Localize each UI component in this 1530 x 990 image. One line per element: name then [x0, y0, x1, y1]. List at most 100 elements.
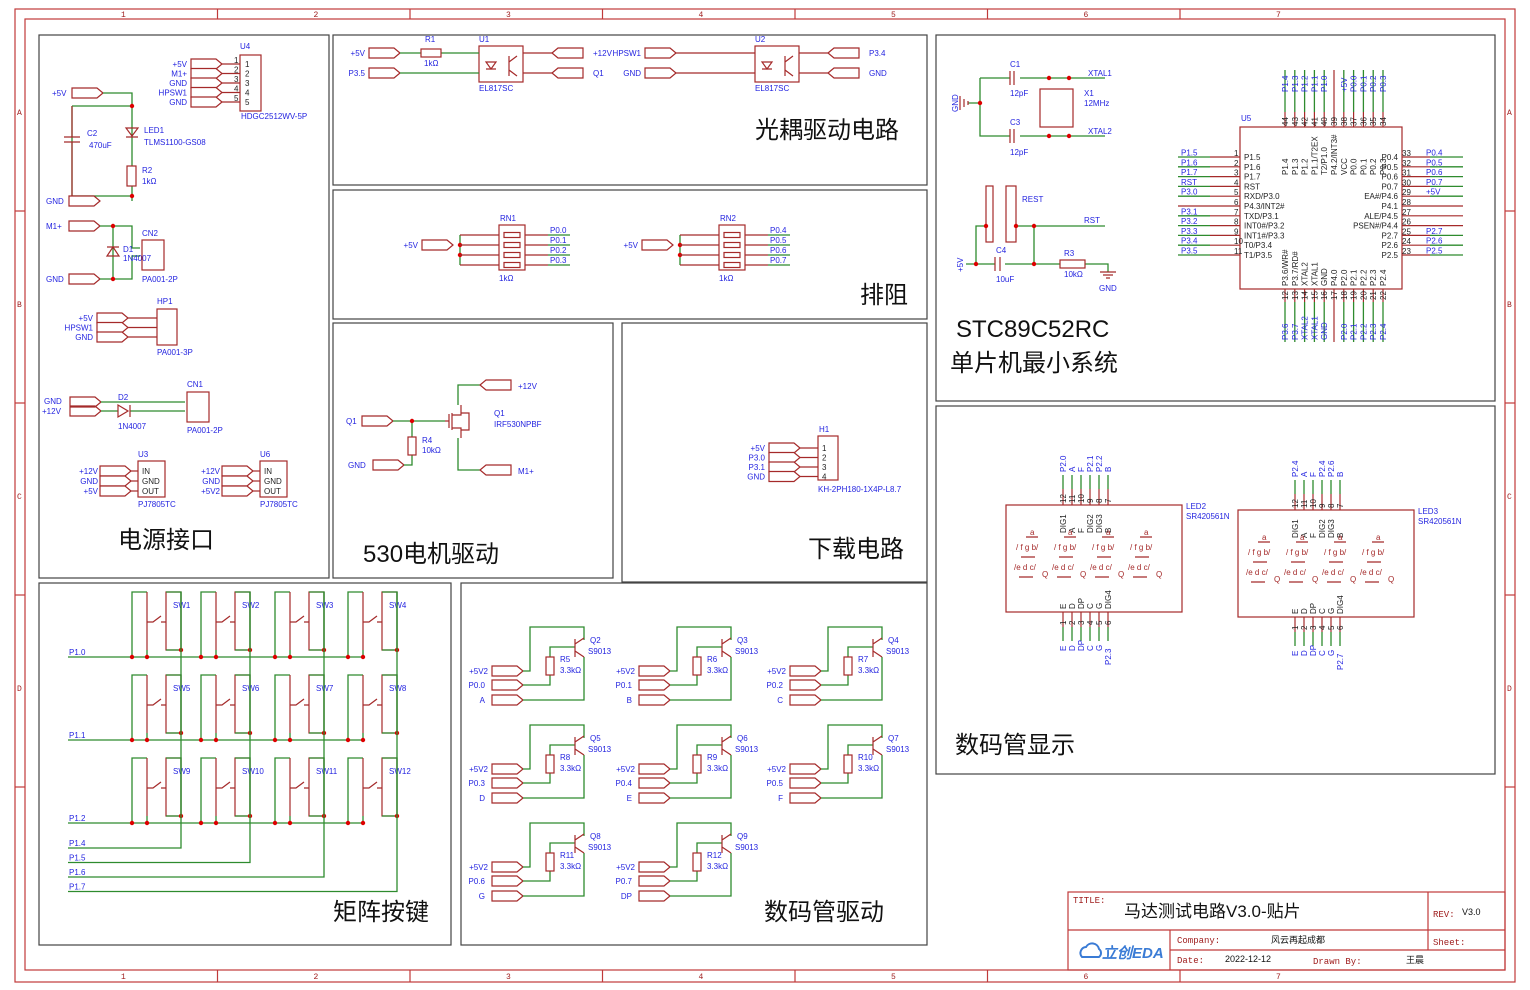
- stage-out-label: B: [627, 696, 632, 705]
- stage-resistor-value: 3.3kΩ: [858, 764, 879, 773]
- u5-right-pin: EA#/P4.6: [1364, 192, 1398, 201]
- net-gnd-label: GND: [46, 197, 64, 206]
- LED3-bottom-net: D: [1300, 650, 1309, 656]
- cloud-logo-icon: [1079, 942, 1102, 958]
- stage-transistor-part: S9013: [735, 647, 759, 656]
- LED2-top-pin: A: [1068, 527, 1077, 533]
- u5-bottom-pin-num: 12: [1281, 291, 1290, 300]
- LED3-bottom-pin-num: 5: [1327, 625, 1336, 630]
- r1-value: 1kΩ: [424, 59, 438, 68]
- u5-top-pin-num: 44: [1281, 117, 1290, 126]
- u4-pin-num: 5: [234, 94, 239, 103]
- stage-transistor-ref: Q7: [888, 734, 899, 743]
- stage-supply-label: +5V2: [616, 667, 635, 676]
- section-mcu: [935, 34, 1496, 402]
- hp1-body: [156, 308, 178, 346]
- LED3-bottom-net: E: [1291, 651, 1300, 656]
- LED3-top-net: P2.6: [1327, 460, 1336, 477]
- u5-left-pin: T0/P3.4: [1244, 241, 1273, 250]
- LED3-bottom-pin: E: [1291, 609, 1300, 614]
- net-12v-cn1: +12V: [42, 407, 62, 416]
- RN1-ref: RN1: [500, 214, 517, 223]
- u5-top-pin-num: 38: [1340, 117, 1349, 126]
- zone-col-top: 1: [121, 11, 126, 20]
- sheet-key: Sheet:: [1433, 938, 1465, 948]
- key-row-label: P1.1: [69, 731, 86, 740]
- u5-bottom-net: P2.1: [1350, 323, 1359, 340]
- segment-a: a: [1106, 528, 1111, 537]
- stage-supply-label: +5V2: [469, 667, 488, 676]
- stage-transistor-ref: Q5: [590, 734, 601, 743]
- d2-symbol: [117, 403, 131, 419]
- u5-bottom-pin: XTAL2: [1301, 262, 1310, 286]
- u5-top-net: P1.4: [1281, 75, 1290, 92]
- u5-top-pin: P1.4: [1281, 158, 1290, 175]
- cn2-part: PA001-2P: [142, 275, 178, 284]
- rest-ref: REST: [1022, 195, 1043, 204]
- u5-right-pin: ALE/P4.5: [1364, 212, 1398, 221]
- u5-right-net: P0.7: [1426, 178, 1443, 187]
- c1-ref: C1: [1010, 60, 1021, 69]
- LED2-top-pin: F: [1077, 528, 1086, 533]
- u5-top-net: P0.1: [1359, 75, 1368, 92]
- LED3-bottom-net: G: [1327, 650, 1336, 656]
- reg-u3-ref: U3: [138, 450, 149, 459]
- c4-symbol: [994, 257, 1001, 271]
- net-m1-label: M1+: [46, 222, 62, 231]
- u5-right-pin-num: 25: [1402, 227, 1411, 236]
- key-row-label: P1.0: [69, 648, 86, 657]
- u5-top-pin-num: 42: [1301, 117, 1310, 126]
- u5-left-pin-num: 11: [1234, 247, 1243, 256]
- u5-right-pin-num: 24: [1402, 237, 1411, 246]
- u5-right-net: P0.5: [1426, 158, 1443, 167]
- c1-value: 12pF: [1010, 89, 1028, 98]
- stage-supply-label: +5V2: [767, 765, 786, 774]
- section-title-keys: 矩阵按键: [333, 899, 429, 926]
- u5-right-pin-num: 23: [1402, 247, 1411, 256]
- key-col-label: P1.5: [69, 854, 86, 863]
- reg-u3-pin: OUT: [142, 487, 159, 496]
- stage-supply-label: +5V2: [616, 863, 635, 872]
- zone-row-right: C: [1507, 493, 1512, 502]
- stage-transistor-ref: Q2: [590, 636, 601, 645]
- stage-transistor-part: S9013: [735, 843, 759, 852]
- cn2-body: [141, 239, 165, 271]
- segment-a: a: [1376, 533, 1381, 542]
- reg-u3-pin: GND: [142, 477, 160, 486]
- LED3-top-pin-num: 11: [1300, 499, 1309, 508]
- zone-col-bottom: 3: [506, 973, 511, 982]
- U1-right-net: Q1: [593, 69, 604, 78]
- u5-left-pin: P4.3/INT2#: [1244, 202, 1285, 211]
- segment-e-d-c: /e d c/: [1014, 563, 1037, 572]
- r3-ref: R3: [1064, 249, 1075, 258]
- LED3-bottom-pin: G: [1327, 608, 1336, 614]
- d1-part: 1N4007: [123, 254, 152, 263]
- U2-ref: U2: [755, 35, 766, 44]
- LED2-bottom-pin-num: 4: [1086, 620, 1095, 625]
- u4-pin-name: 5: [245, 98, 250, 107]
- stage-transistor-ref: Q6: [737, 734, 748, 743]
- segment-f-g-b: / f g b/: [1248, 548, 1271, 557]
- reg-u6-pin: GND: [264, 477, 282, 486]
- u5-left-net: RST: [1181, 178, 1197, 187]
- q1-part: IRF530NPBF: [494, 420, 542, 429]
- u5-left-net: P3.1: [1181, 207, 1198, 216]
- RN2-out-net: P0.7: [770, 256, 787, 265]
- zone-col-top: 2: [314, 11, 319, 20]
- u5-top-net: +5V: [1340, 77, 1349, 92]
- section-resistor-network: [332, 189, 928, 320]
- u5-bottom-net: P3.6: [1281, 323, 1290, 340]
- r2-symbol: [126, 165, 137, 187]
- segment-f-g-b: / f g b/: [1092, 543, 1115, 552]
- stage-out-label: E: [627, 794, 632, 803]
- u5-top-pin: P0.2: [1369, 158, 1378, 175]
- stage-out-label: G: [479, 892, 485, 901]
- LED3-top-pin-num: 10: [1309, 499, 1318, 508]
- reg-u6-part: PJ7805TC: [260, 500, 298, 509]
- LED3-top-pin-num: 9: [1318, 503, 1327, 508]
- LED2-top-pin-num: 10: [1077, 494, 1086, 503]
- stage-transistor-ref: Q9: [737, 832, 748, 841]
- hp1-net-label: HPSW1: [65, 324, 94, 333]
- inner-frame: [24, 18, 1506, 971]
- u5-bottom-net: P3.7: [1291, 323, 1300, 340]
